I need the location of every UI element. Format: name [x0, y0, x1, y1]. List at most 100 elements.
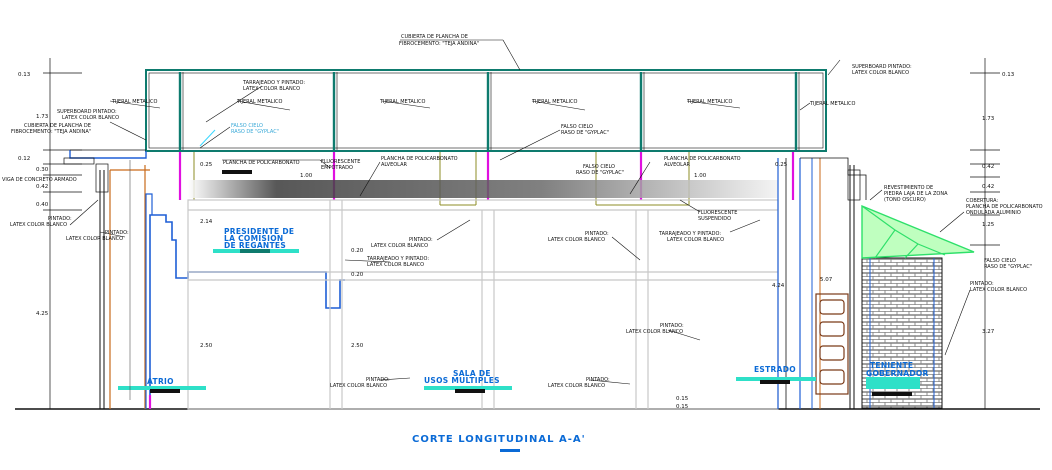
note-pintado-lower-5: PINTADO: [586, 377, 610, 383]
note-cobertura-3: ONDULADA ALUMINIO [966, 210, 1021, 216]
room-teniente-2: GOBERNADOR [866, 369, 929, 378]
note-falso-cielo-3: FALSO CIELO [561, 124, 593, 130]
title-underline [500, 449, 520, 452]
dim-214: 2.14 [200, 219, 213, 225]
note-cubierta-top-2: FIBROCEMENTO: "TEJA ANDINA" [399, 41, 479, 47]
left-canopy [63, 149, 147, 165]
note-viga: VIGA DE CONCRETO ARMADO [2, 177, 77, 183]
dim-020-a: 0.20 [351, 248, 364, 254]
dim-250-a: 2.50 [200, 343, 213, 349]
note-revestimiento-2: PIEDRA LAJA DE LA ZONA [884, 191, 948, 197]
dim-020-b: 0.20 [351, 272, 364, 278]
note-superboard-left-2: LATEX COLOR BLANCO [62, 115, 119, 121]
note-pintado-mid-3: PINTADO: [585, 231, 609, 237]
note-plancha-poli-1: PLANCHA DE POLICARBONATO [223, 160, 300, 166]
falso-cielo-leader [199, 129, 216, 147]
note-plancha-poli-right-1: PLANCHA DE POLICARBONATO [664, 156, 741, 162]
note-falso-cielo-8: RASO DE "GYPLAC" [984, 264, 1032, 270]
note-pintado-lower-1: PINTADO: [660, 323, 684, 329]
note-pintado-mid-4: LATEX COLOR BLANCO [548, 237, 605, 243]
note-pintado-right-1: PINTADO: [970, 281, 994, 287]
note-plancha-poli-right-2: ALVEOLAR [664, 162, 690, 168]
note-pintado-left-3: PINTADO: [105, 230, 129, 236]
room-sala-1: SALA DE [453, 369, 491, 378]
note-falso-cielo-6: RASO DE "GYPLAC" [576, 170, 624, 176]
dim-250-b: 2.50 [351, 343, 364, 349]
note-tijeral-2: TIJERAL METALICO [236, 99, 283, 105]
left-wall [95, 163, 150, 409]
note-cobertura-2: PLANCHA DE POLICARBONATO [966, 204, 1043, 210]
room-teniente-1: TENIENTE [870, 361, 913, 370]
note-pintado-mid-1: PINTADO: [409, 237, 433, 243]
note-pintado-lower-3: PINTADO: [366, 377, 390, 383]
leader-lines [69, 39, 971, 400]
room-presidente-2: LA COMISION [224, 234, 283, 243]
note-falso-cielo-1: FALSO CIELO [231, 123, 263, 129]
note-pintado-lower-6: LATEX COLOR BLANCO [548, 383, 605, 389]
dim-left-013: 0.13 [18, 72, 31, 78]
dim-025-left: 0.25 [200, 162, 213, 168]
roof-truss [145, 69, 827, 152]
note-superboard-right-2: LATEX COLOR BLANCO [852, 70, 909, 76]
note-falso-cielo-5: FALSO CIELO [583, 164, 615, 170]
dim-left-425: 4.25 [36, 311, 49, 317]
dim-015-b: 0.15 [676, 404, 689, 410]
dim-507: 5.07 [820, 277, 833, 283]
note-cubierta-left-1: CUBIERTA DE PLANCHA DE [24, 123, 91, 129]
note-falso-cielo-2: RASO DE "GYPLAC" [231, 129, 279, 135]
dim-025-right: 0.25 [775, 162, 788, 168]
room-label-bars [118, 249, 920, 396]
dim-right-013: 0.13 [1002, 72, 1015, 78]
note-pintado-mid-2: LATEX COLOR BLANCO [371, 243, 428, 249]
fluorescent-fixture [222, 170, 252, 174]
dim-right-125: 1.25 [982, 222, 995, 228]
room-presidente-1: PRESIDENTE DE [224, 227, 294, 236]
polycarbonate-roof [861, 204, 975, 259]
room-atrio: ATRIO [147, 377, 174, 386]
note-plancha-alv-1: PLANCHA DE POLICARBONATO [381, 156, 458, 162]
right-dimension-chain [970, 58, 1000, 410]
dim-015-a: 0.15 [676, 396, 689, 402]
note-pintado-right-2: LATEX COLOR BLANCO [970, 287, 1027, 293]
note-tijeral-3: TIJERAL METALICO [379, 99, 426, 105]
note-falso-cielo-4: RASO DE "GYPLAC" [561, 130, 609, 136]
note-falso-cielo-7: FALSO CIELO [984, 258, 1016, 264]
note-pintado-left-2: LATEX COLOR BLANCO [10, 222, 67, 228]
dim-left-012: 0.12 [18, 156, 30, 162]
note-fluorescente-sus-1: FLUORESCENTE [698, 210, 737, 216]
note-fluorescente-emp-1: FLUORESCENTE [321, 159, 360, 165]
note-tarrajeado-mid-4: LATEX COLOR BLANCO [367, 262, 424, 268]
note-pintado-left-1: PINTADO: [48, 216, 72, 222]
note-tarrajeado-top-2: LATEX COLOR BLANCO [243, 86, 300, 92]
room-presidente-3: DE REGANTES [224, 241, 286, 250]
note-cobertura-1: COBERTURA: [966, 198, 998, 204]
dim-100-left: 1.00 [300, 173, 313, 179]
dim-right-042a: 0.42 [982, 164, 994, 170]
note-fluorescente-sus-2: SUSPENDIDO [698, 216, 731, 222]
dim-left-030: 0.30 [36, 167, 49, 173]
note-tijeral-1: TIJERAL METALICO [111, 99, 158, 105]
dim-right-327: 3.27 [982, 329, 995, 335]
room-estrado: ESTRADO [754, 365, 796, 374]
dim-right-042b: 0.42 [982, 184, 994, 190]
note-revestimiento-3: (TONO OSCURO) [884, 197, 926, 203]
note-tarrajeado-mid-3: TARRAJEADO Y PINTADO: [366, 256, 429, 262]
dim-424: 4.24 [772, 283, 785, 289]
note-tarrajeado-mid-2: LATEX COLOR BLANCO [667, 237, 724, 243]
left-dimension-chain [43, 58, 82, 410]
note-tijeral-6: TIJERAL METALICO [809, 101, 856, 107]
note-pintado-left-4: LATEX COLOR BLANCO [66, 236, 123, 242]
right-walls [777, 157, 867, 409]
note-pintado-lower-4: LATEX COLOR BLANCO [330, 383, 387, 389]
note-pintado-lower-2: LATEX COLOR BLANCO [626, 329, 683, 335]
door-panel [815, 293, 849, 395]
drawing-title: CORTE LONGITUDINAL A-A' [412, 434, 586, 445]
note-superboard-left-1: SUPERBOARD PINTADO: [57, 109, 117, 115]
polycarbonate-band [188, 180, 778, 198]
note-tarrajeado-mid-1: TARRAJEADO Y PINTADO: [658, 231, 721, 237]
note-superboard-right-1: SUPERBOARD PINTADO: [852, 64, 912, 70]
note-tijeral-4: TIJERAL METALICO [531, 99, 578, 105]
dim-left-173: 1.73 [36, 114, 49, 120]
note-cubierta-top-1: CUBIERTA DE PLANCHA DE [401, 34, 468, 40]
